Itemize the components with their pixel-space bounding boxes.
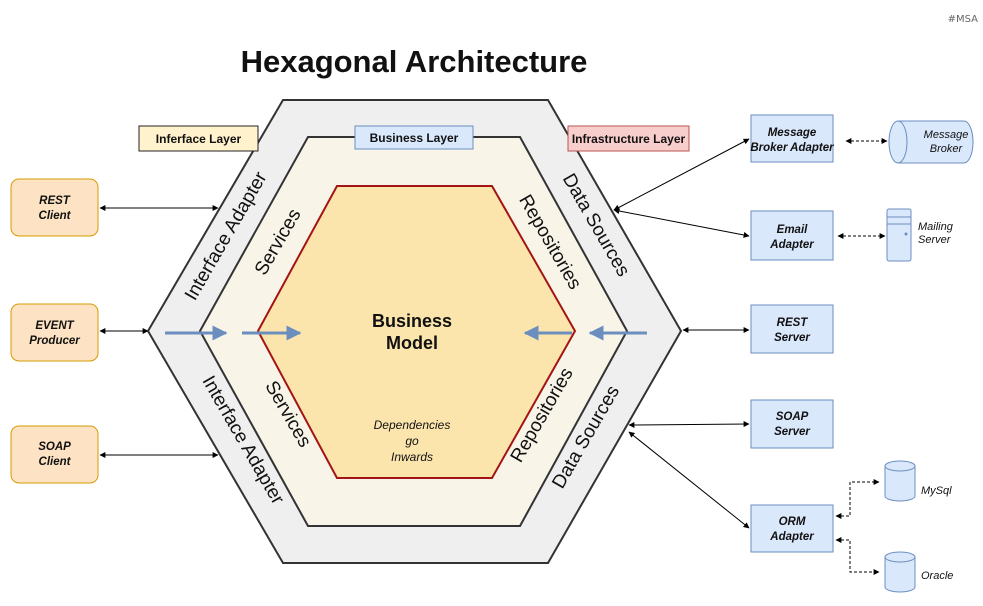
message-broker-adapter-connector <box>613 138 750 211</box>
business-layer-tag: Business Layer <box>354 125 474 150</box>
business-model-title-line2: Model <box>386 333 438 353</box>
email-adapter-line1: Email <box>777 224 808 236</box>
dependencies-note-line3: Inwards <box>391 450 433 464</box>
email-adapter-line2: Adapter <box>769 239 814 251</box>
rest-client-line1: REST <box>39 195 71 207</box>
soap-server-connector <box>628 421 750 428</box>
rest-server-box: REST Server <box>750 304 834 354</box>
event-producer-line2: Producer <box>29 335 80 347</box>
email-adapter-box: Email Adapter <box>750 210 834 261</box>
interface-layer-tag: Inferface Layer <box>138 125 259 152</box>
mysql-dashed-connector <box>835 479 880 519</box>
orm-adapter-line1: ORM <box>779 516 806 528</box>
oracle-dashed-connector <box>835 537 880 575</box>
orm-adapter-line2: Adapter <box>769 531 814 543</box>
interface-layer-label: Inferface Layer <box>156 132 242 146</box>
message-broker-line2: Broker <box>930 143 964 155</box>
email-adapter-connector <box>613 208 750 238</box>
mailing-server-icon <box>886 208 912 262</box>
event-producer-line1: EVENT <box>35 320 74 332</box>
business-layer-label: Business Layer <box>370 131 459 145</box>
soap-server-line2: Server <box>774 426 810 438</box>
oracle-database-icon <box>884 551 916 593</box>
dependencies-note-line1: Dependencies <box>374 418 451 432</box>
message-broker-queue: Message Broker <box>888 120 974 164</box>
mailing-server-line2: Server <box>918 234 952 246</box>
soap-client-line2: Client <box>39 456 72 468</box>
msa-tag: #MSA <box>948 14 979 25</box>
orm-adapter-connector <box>628 431 750 529</box>
oracle-label: Oracle <box>921 570 953 582</box>
soap-client-box: SOAP Client <box>10 425 99 484</box>
message-broker-line1: Message <box>924 129 969 141</box>
rest-server-line1: REST <box>777 317 809 329</box>
rest-client-line2: Client <box>39 210 72 222</box>
infrastructure-layer-tag: Infrastructure Layer <box>567 125 690 152</box>
rest-client-box: REST Client <box>10 178 99 237</box>
soap-server-box: SOAP Server <box>750 399 834 449</box>
soap-server-line1: SOAP <box>776 411 809 423</box>
diagram-title: Hexagonal Architecture <box>241 44 588 79</box>
message-broker-adapter-line1: Message <box>768 127 817 139</box>
orm-adapter-box: ORM Adapter <box>750 504 834 553</box>
message-broker-adapter-line2: Broker Adapter <box>750 142 834 154</box>
mysql-database-icon <box>884 460 916 502</box>
message-broker-adapter-box: Message Broker Adapter <box>750 114 834 163</box>
soap-client-line1: SOAP <box>38 441 71 453</box>
business-model-title-line1: Business <box>372 311 452 331</box>
rest-server-line2: Server <box>774 332 810 344</box>
business-model-hexagon <box>256 185 577 479</box>
mysql-label: MySql <box>921 485 952 497</box>
mailing-server-line1: Mailing <box>918 221 954 233</box>
event-producer-box: EVENT Producer <box>10 303 99 362</box>
infrastructure-layer-label: Infrastructure Layer <box>572 132 686 146</box>
dependencies-note-line2: go <box>405 434 419 448</box>
